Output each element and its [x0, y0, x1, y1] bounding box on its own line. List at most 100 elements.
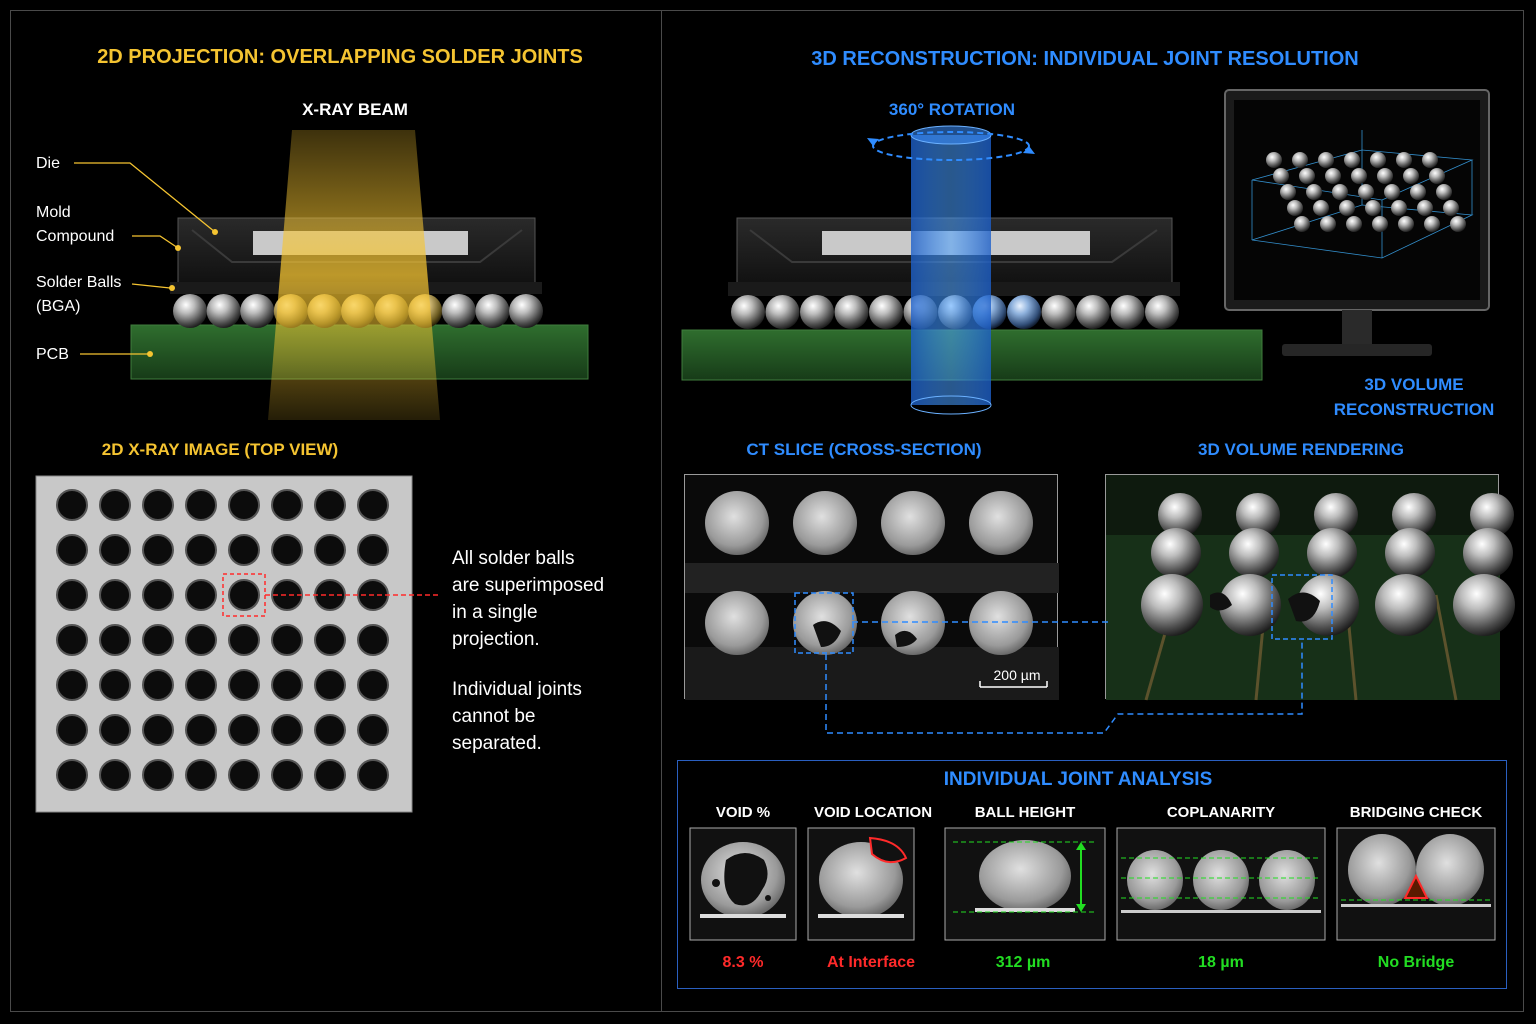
xray-ball: [99, 489, 131, 521]
coplanarity-image: [1116, 827, 1326, 941]
solder-label-line2: (BGA): [36, 298, 81, 315]
monitor-ball: [1422, 152, 1438, 168]
monitor-ball: [1365, 200, 1381, 216]
xray-ball: [185, 579, 217, 611]
monitor: [1224, 89, 1490, 356]
monitor-ball: [1391, 200, 1407, 216]
ct-ball: [705, 591, 769, 655]
void-percent-title: VOID %: [715, 804, 771, 821]
xray-ball: [228, 669, 260, 701]
xray-ball: [357, 759, 389, 791]
xray-ball: [56, 624, 88, 656]
monitor-ball: [1398, 216, 1414, 232]
xray-ball: [99, 624, 131, 656]
xray-ball: [314, 534, 346, 566]
solder-ball: [1110, 295, 1145, 329]
xray-ball: [99, 579, 131, 611]
void-location-image: [807, 827, 915, 941]
xray-ball: [142, 669, 174, 701]
monitor-label: 3D VOLUME RECONSTRUCTION: [1320, 372, 1508, 422]
analysis-title: INDIVIDUAL JOINT ANALYSIS: [943, 769, 1213, 790]
bridging-check-image: [1336, 827, 1496, 941]
note-line: Individual joints: [452, 679, 582, 700]
void-percent-image: [689, 827, 797, 941]
mold-leader: [132, 235, 179, 249]
xray-ball: [56, 759, 88, 791]
xray-ball: [185, 624, 217, 656]
ct-slice-title: CT SLICE (CROSS-SECTION): [746, 440, 982, 459]
solder-ball: [1076, 295, 1110, 329]
rendered-ball: [1314, 493, 1358, 537]
xray-ball: [56, 669, 88, 701]
ball-height-value: 312 µm: [995, 954, 1051, 971]
solder-ball: [800, 295, 834, 329]
xray-ball: [142, 579, 174, 611]
ct-ball: [969, 491, 1033, 555]
monitor-ball: [1370, 152, 1386, 168]
solder-leader: [131, 283, 171, 289]
xray-ball: [357, 534, 389, 566]
xray-ball: [357, 489, 389, 521]
monitor-ball: [1273, 168, 1289, 184]
rendered-void: [1288, 592, 1320, 622]
monitor-ball: [1292, 152, 1308, 168]
solder-ball: [869, 295, 903, 329]
xray-ball: [99, 714, 131, 746]
xray-ball: [228, 714, 260, 746]
xray-image-title: 2D X-RAY IMAGE (TOP VIEW): [101, 440, 339, 459]
superimposed-note: All solder balls are superimposed in a s…: [452, 545, 604, 653]
monitor-ball: [1287, 200, 1303, 216]
monitor-ball: [1344, 152, 1360, 168]
xray-ball: [357, 624, 389, 656]
pcb-label: PCB: [36, 346, 69, 363]
die-leader: [74, 162, 216, 233]
monitor-ball: [1346, 216, 1362, 232]
monitor-ball: [1403, 168, 1419, 184]
monitor-ball: [1396, 152, 1412, 168]
monitor-ball: [1429, 168, 1445, 184]
monitor-ball: [1358, 184, 1374, 200]
bga-3d-diagram: [681, 89, 1490, 415]
xray-ball: [357, 714, 389, 746]
solder-ball: [509, 294, 543, 328]
die-label: Die: [36, 155, 61, 172]
rendered-ball: [1470, 493, 1514, 537]
mold-label-line1: Mold: [36, 204, 71, 221]
note-line: cannot be: [452, 706, 536, 727]
rendered-ball: [1158, 493, 1202, 537]
xray-ball: [228, 489, 260, 521]
rendered-ball: [1307, 528, 1357, 578]
xray-ball: [271, 669, 303, 701]
rendered-ball: [1229, 528, 1279, 578]
ct-selected-box: [794, 592, 854, 654]
xray-ball: [271, 534, 303, 566]
xray-ball: [228, 759, 260, 791]
rendered-ball: [1385, 528, 1435, 578]
xray-ball: [142, 714, 174, 746]
void-location-title: VOID LOCATION: [813, 804, 933, 821]
note-line: in a single: [452, 602, 538, 623]
solder-ball: [173, 294, 207, 328]
monitor-label-line1: 3D VOLUME: [1364, 375, 1464, 394]
outer-frame: [10, 10, 1524, 1012]
right-title: 3D RECONSTRUCTION: INDIVIDUAL JOINT RESO…: [811, 48, 1359, 70]
scale-bar-label: 200 µm: [993, 667, 1041, 683]
xray-ball: [228, 624, 260, 656]
rendered-ball: [1375, 574, 1437, 636]
monitor-ball: [1450, 216, 1466, 232]
bridging-check-title: BRIDGING CHECK: [1349, 804, 1483, 821]
ct-ball: [881, 591, 945, 655]
render-selected-box: [1271, 574, 1333, 640]
ball-height-image: [944, 827, 1106, 941]
monitor-ball: [1351, 168, 1367, 184]
solder-label-line1: Solder Balls: [36, 274, 122, 291]
xray-ball: [314, 669, 346, 701]
solder-ball: [1007, 295, 1041, 329]
solder-ball: [441, 294, 476, 328]
solder-ball: [240, 294, 275, 328]
joint-analysis-panel: INDIVIDUAL JOINT ANALYSIS: [677, 760, 1507, 989]
xray-ball: [185, 759, 217, 791]
monitor-ball: [1384, 184, 1400, 200]
solder-ball: [1145, 295, 1179, 329]
volume-rendering-panel: [1105, 474, 1515, 701]
